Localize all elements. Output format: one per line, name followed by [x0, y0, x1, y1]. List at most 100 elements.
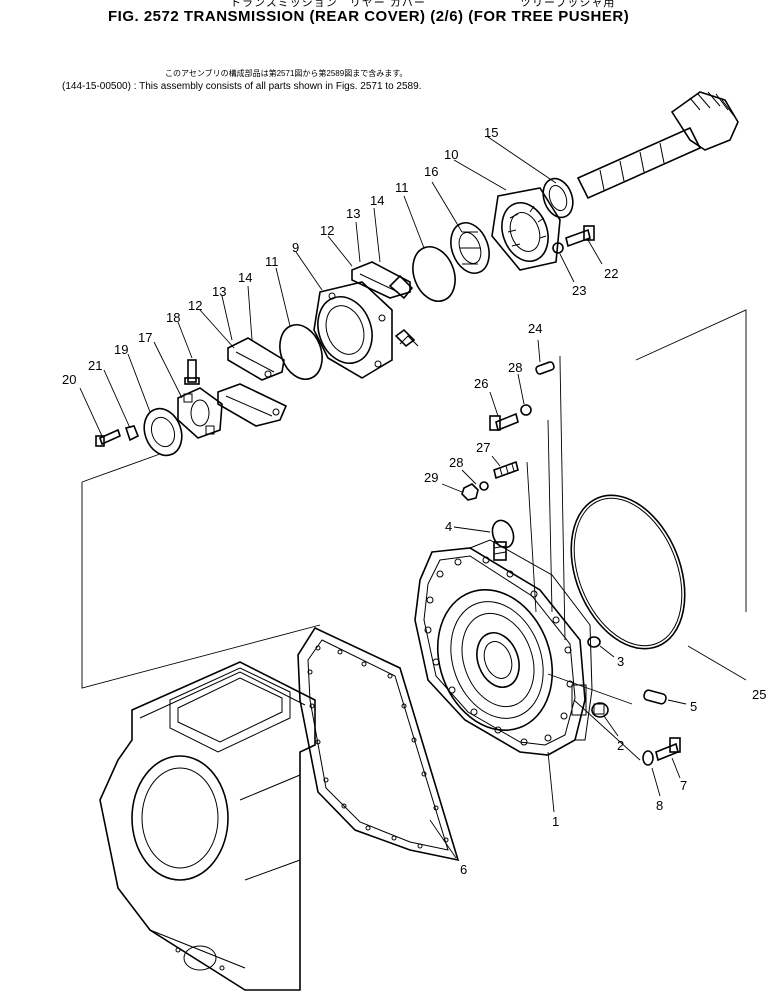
figure-title: FIG. 2572 TRANSMISSION (REAR COVER) (2/6… — [108, 8, 630, 25]
callout-11-upper: 11 — [395, 180, 409, 195]
gasket-hole — [365, 825, 371, 831]
plate-19 — [143, 407, 183, 457]
callout-9: 9 — [292, 240, 299, 255]
o-ring-25 — [570, 494, 686, 650]
callout-14-upper: 14 — [370, 193, 384, 208]
callout-13-lower: 13 — [212, 284, 226, 299]
washer-28-upper — [520, 404, 532, 416]
pin-24 — [535, 361, 555, 375]
cover-bolt-hole — [482, 556, 490, 564]
japanese-title-variant: ツリープッシャ用 — [520, 0, 616, 9]
stud-27 — [493, 460, 519, 480]
callout-10: 10 — [444, 147, 458, 162]
cover-bolt-hole — [424, 626, 432, 634]
assembly-note: (144-15-00500) : This assembly consists … — [62, 81, 422, 92]
cover-bolt-hole — [506, 570, 514, 578]
gasket-hole — [421, 771, 427, 777]
cover-bolt-hole — [470, 708, 478, 716]
shaft-with-gear — [576, 91, 739, 200]
callout-3: 3 — [617, 654, 624, 669]
lock-washer-21 — [124, 425, 140, 442]
callout-28-lower: 28 — [449, 455, 463, 470]
callout-16: 16 — [424, 164, 438, 179]
callout-24: 24 — [528, 321, 542, 336]
bolt-20 — [95, 428, 121, 447]
cover-bolt-hole — [454, 558, 462, 566]
callout-8: 8 — [656, 798, 663, 813]
cover-bolt-hole — [544, 734, 552, 742]
bolt-7 — [655, 737, 681, 762]
gasket-hole — [433, 805, 439, 811]
callout-20: 20 — [62, 372, 76, 387]
o-ring-11-upper — [412, 246, 456, 302]
seal-segments-lower — [217, 337, 288, 427]
callout-6: 6 — [460, 862, 467, 877]
callout-numbers: 1 2 3 4 5 6 7 8 9 10 11 11 12 12 13 13 1… — [62, 125, 766, 877]
callout-1: 1 — [552, 814, 559, 829]
callout-2: 2 — [617, 738, 624, 753]
callout-13-upper: 13 — [346, 206, 360, 221]
gasket-hole — [315, 739, 321, 745]
callout-23: 23 — [572, 283, 586, 298]
washer-28-lower — [479, 481, 489, 491]
gasket-hole — [361, 661, 367, 667]
cover-bolt-hole — [494, 726, 502, 734]
plug-3 — [587, 636, 601, 648]
callout-25: 25 — [752, 687, 766, 702]
nut-29 — [461, 483, 479, 501]
gasket-hole — [417, 843, 423, 849]
callout-17: 17 — [138, 330, 152, 345]
eye-bolt-4 — [491, 519, 515, 561]
cover-bolt-hole — [448, 686, 456, 694]
retainer-10 — [491, 187, 561, 271]
gasket-hole — [391, 835, 397, 841]
gasket-hole — [387, 673, 393, 679]
callout-19: 19 — [114, 342, 128, 357]
coupling-17 — [177, 387, 223, 439]
bolt-18 — [184, 359, 200, 385]
callout-27: 27 — [476, 440, 490, 455]
callout-11-lower: 11 — [265, 254, 279, 269]
gasket-hole — [309, 703, 315, 709]
gasket-hole — [307, 669, 313, 675]
washer-8 — [642, 750, 654, 766]
gasket-hole — [323, 777, 329, 783]
cover-bolt-hole — [564, 646, 572, 654]
callout-22: 22 — [604, 266, 618, 281]
transmission-case-illustration — [99, 661, 316, 991]
cover-bolt-hole — [426, 596, 434, 604]
o-ring-11-lower — [279, 324, 323, 380]
plug-2 — [591, 702, 609, 718]
leader-lines — [79, 136, 747, 859]
cover-bolt-hole — [436, 570, 444, 578]
cover-bolt-hole — [520, 738, 528, 746]
callout-21: 21 — [88, 358, 102, 373]
callout-28-upper: 28 — [508, 360, 522, 375]
callout-7: 7 — [680, 778, 687, 793]
gasket-hole — [337, 649, 343, 655]
callout-29: 29 — [424, 470, 438, 485]
callout-12-upper: 12 — [320, 223, 334, 238]
seal-segments-upper — [351, 261, 419, 348]
cover-bolt-hole — [432, 658, 440, 666]
bolt-26 — [489, 412, 519, 432]
callout-18: 18 — [166, 310, 180, 325]
callout-26: 26 — [474, 376, 488, 391]
cover-bolt-hole — [560, 712, 568, 720]
rear-cover-1 — [414, 539, 593, 756]
gasket-hole — [401, 703, 407, 709]
callout-5: 5 — [690, 699, 697, 714]
callout-14-lower: 14 — [238, 270, 252, 285]
gasket-hole — [411, 737, 417, 743]
pin-5 — [643, 689, 667, 705]
gasket-6 — [297, 626, 460, 862]
gasket-hole — [315, 645, 321, 651]
callout-15: 15 — [484, 125, 498, 140]
cover-bolt-hole — [552, 616, 560, 624]
assembly-note-japanese: このアセンブリの構成部品は第2571図から第2589図まで含みます。 — [165, 69, 408, 78]
bolt-22 — [565, 225, 595, 248]
bearing-16 — [450, 222, 490, 274]
cover-bolt-hole — [530, 590, 538, 598]
gasket-hole — [341, 803, 347, 809]
